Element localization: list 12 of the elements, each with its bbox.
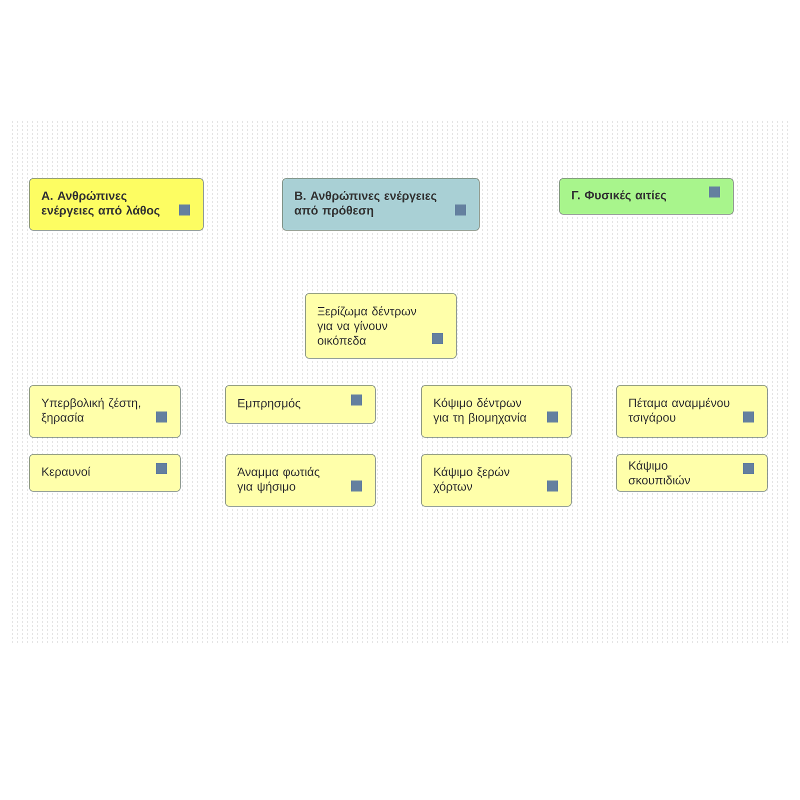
cause-box: Ξερίζωμα δέντρων για να γίνουν οικόπεδα bbox=[305, 293, 457, 359]
cause-box: Κεραυνοί bbox=[29, 454, 181, 492]
category-box: Α. Ανθρώπινες ενέργειες από λάθος bbox=[29, 178, 204, 231]
cause-box: Κόψιμο δέντρων για τη βιομηχανία bbox=[421, 385, 572, 438]
cause-box: Εμπρησμός bbox=[225, 385, 376, 424]
cause-box: Κάψιμο ξερών χόρτων bbox=[421, 454, 572, 507]
cause-box: Πέταμα αναμμένου τσιγάρου bbox=[616, 385, 768, 438]
category-box: Γ. Φυσικές αιτίες bbox=[559, 178, 734, 215]
cause-box: Υπερβολική ζέστη, ξηρασία bbox=[29, 385, 181, 438]
cause-box: Κάψιμο σκουπιδιών bbox=[616, 454, 768, 492]
cause-box: Άναμμα φωτιάς για ψήσιμο bbox=[225, 454, 376, 507]
category-box: Β. Ανθρώπινες ενέργειες από πρόθεση bbox=[282, 178, 480, 231]
